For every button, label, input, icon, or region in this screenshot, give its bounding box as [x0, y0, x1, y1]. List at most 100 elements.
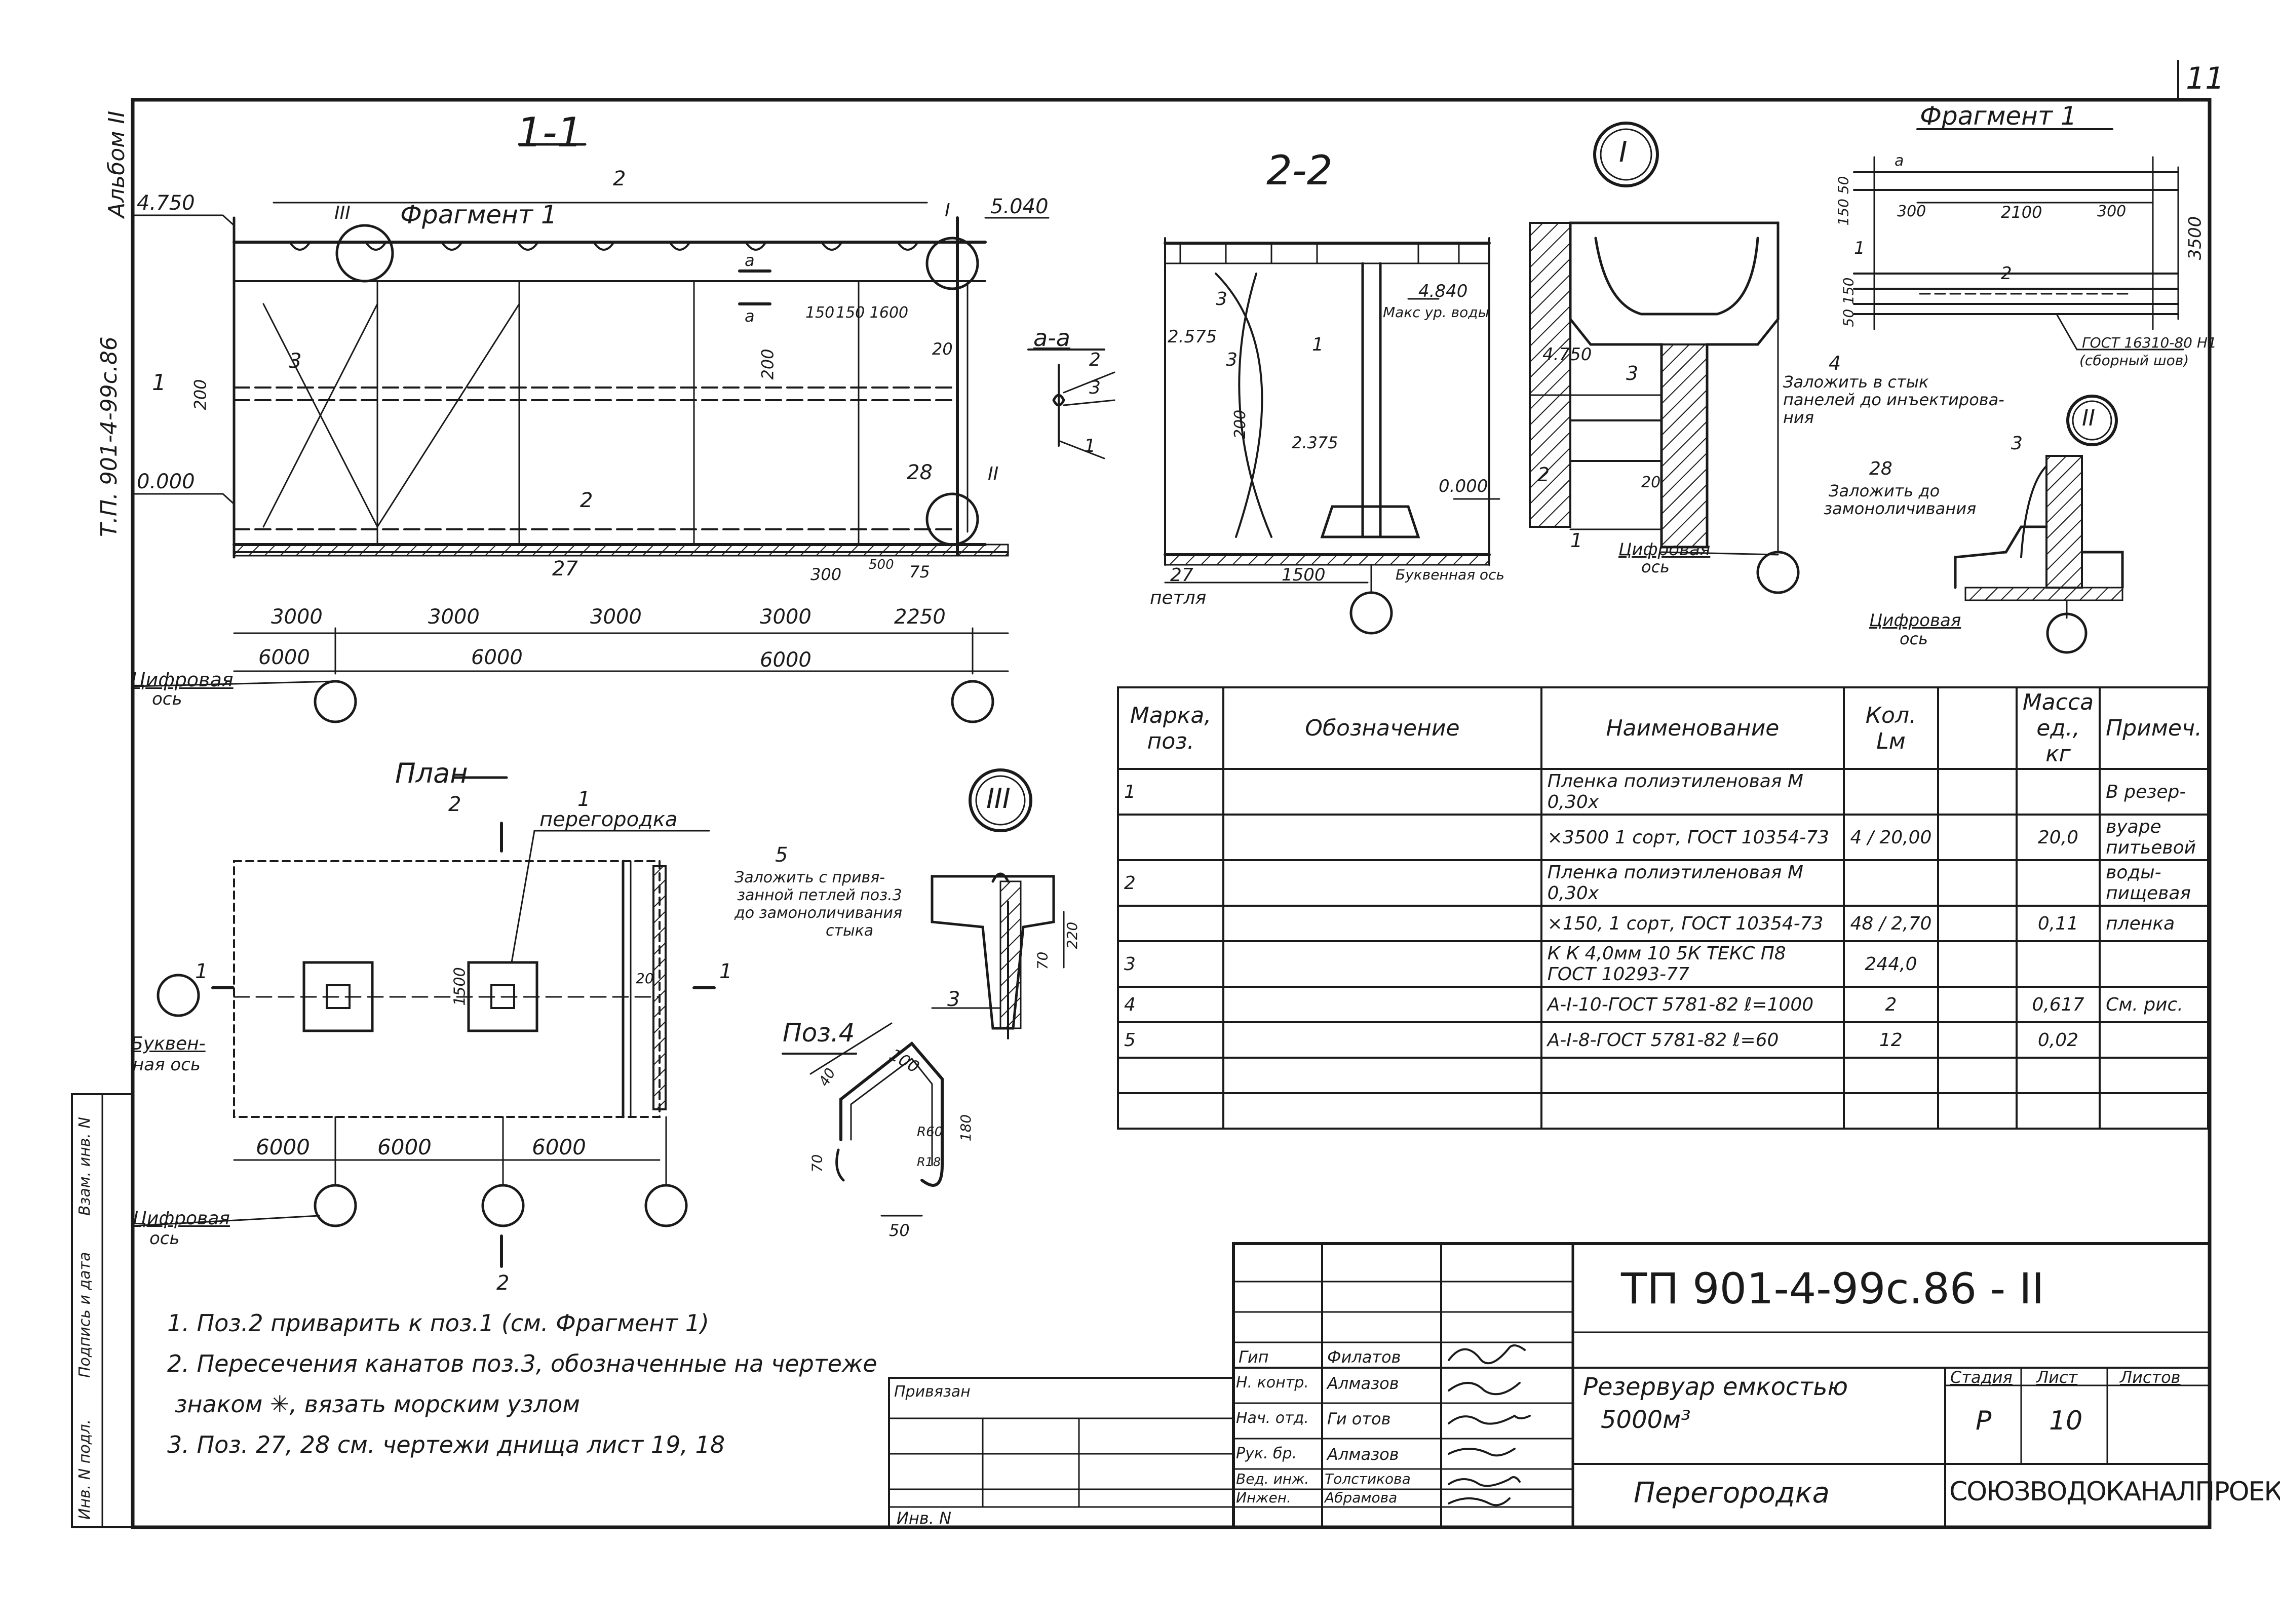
spec-cell: Пленка полиэтиленовая М 0,30х	[1540, 859, 1845, 907]
spec-cell	[2015, 1092, 2101, 1130]
spec-cell	[1843, 1057, 1939, 1094]
spec-cell	[1222, 1057, 1542, 1094]
s22-pos-1: 1	[1312, 334, 1324, 355]
role-nach-otd: Нач. отд.	[1236, 1409, 1309, 1427]
pos-4-dim-r18: R18	[917, 1155, 941, 1169]
spec-cell: ×3500 1 сорт, ГОСТ 10354-73	[1540, 814, 1845, 861]
node-ii-axis-2: ось	[1900, 629, 1928, 648]
section-a-mark-bottom: а	[745, 306, 755, 326]
plan-cut-2-top: 2	[448, 793, 461, 816]
spec-cell	[1222, 940, 1542, 988]
node-iii-title: III	[986, 783, 1011, 815]
section-a-mark-top: а	[745, 251, 755, 270]
spec-cell: 0,02	[2015, 1021, 2101, 1059]
spec-cell: Пленка полиэтиленовая М 0,30х	[1540, 768, 1845, 816]
project-name: Резервуар емкостью	[1583, 1373, 1848, 1401]
dim-3000-1: 3000	[271, 605, 323, 629]
spec-cell: вуаре питьевой	[2099, 814, 2209, 861]
spec-cell: К К 4,0мм 10 5К ТЕКС П8 ГОСТ 10293-77	[1540, 940, 1845, 988]
pos-4-dim-70: 70	[808, 1154, 826, 1173]
note-2: 2. Пересечения канатов поз.3, обозначенн…	[167, 1350, 877, 1377]
spec-cell: 244,0	[1843, 940, 1939, 988]
node-iii-note-2: занной петлей поз.3	[737, 886, 902, 904]
dim-6000-1: 6000	[258, 646, 310, 669]
name-ved-inzh: Толстикова	[1325, 1471, 1411, 1487]
side-stamp-album: Альбом II	[104, 110, 130, 218]
frag-dim-50-150: 50 150	[1840, 277, 1857, 327]
node-ii-title: II	[2082, 405, 2095, 431]
node-i-axis-1: Цифровая	[1618, 539, 1711, 560]
spec-cell	[1843, 768, 1939, 816]
plan-title: План	[395, 757, 468, 789]
pos-20: 20	[932, 339, 953, 359]
node-i-pos-2: 2	[1537, 463, 1550, 486]
spec-cell	[2015, 859, 2101, 907]
fragment-label: Фрагмент 1	[400, 200, 557, 229]
frag-dim-150-50: 150 50	[1835, 176, 1852, 226]
s22-dim-1500: 1500	[1282, 565, 1326, 585]
node-i-title: I	[1619, 136, 1628, 169]
note-2-cont: знаком ✳, вязать морским узлом	[175, 1390, 580, 1418]
pos-4-dim-180: 180	[957, 1114, 975, 1142]
fragment-1-title: Фрагмент 1	[1920, 101, 2077, 131]
node-i-note-2: панелей до инъектирова-	[1783, 390, 2004, 409]
sheet-value: 10	[2049, 1406, 2083, 1436]
section-a-a-pos-3: 3	[1089, 377, 1101, 398]
spec-cell: 4	[1116, 986, 1225, 1023]
node-ii-pos-3: 3	[2011, 433, 2023, 454]
spec-col-mark: Марка, поз.	[1116, 686, 1225, 770]
spec-cell: 2	[1843, 986, 1939, 1023]
node-iii-lines	[931, 768, 1065, 1039]
node-iii-note-3: до замоноличивания	[735, 904, 903, 922]
spec-cell	[1116, 1092, 1225, 1130]
pos-2-bottom: 2	[580, 489, 593, 512]
spec-cell: 0,11	[2015, 905, 2101, 942]
spec-cell	[1937, 1057, 2018, 1094]
plan-cut-1-left: 1	[195, 960, 208, 983]
frag-dim-300a: 300	[1897, 203, 1926, 220]
stage-value: Р	[1976, 1406, 1992, 1436]
s22-elev-4840: 4.840	[1418, 281, 1468, 301]
spec-cell	[1540, 1092, 1845, 1130]
attached-label: Привязан	[894, 1383, 971, 1401]
node-iii-dim-70: 70	[1034, 951, 1051, 970]
side-stamp: Т.П. 901-4-99с.86	[96, 336, 122, 537]
role-ruk-br: Рук. бр.	[1236, 1445, 1297, 1462]
pos-4-lines	[782, 1022, 944, 1217]
spec-cell	[1116, 905, 1225, 942]
node-i-lines	[1529, 122, 1800, 594]
spec-cell: А-I-10-ГОСТ 5781-82 ℓ=1000	[1540, 986, 1845, 1023]
spec-cell: 12	[1843, 1021, 1939, 1059]
name-ruk-br: Алмазов	[1327, 1445, 1399, 1464]
spec-cell	[1937, 814, 2018, 861]
node-ii-pos-28: 28	[1869, 458, 1892, 479]
plan-pos-label: перегородка	[539, 808, 678, 831]
table-row	[1116, 1057, 2209, 1094]
spec-cell	[1222, 986, 1542, 1023]
spec-header-row: Марка, поз. Обозначение Наименование Кол…	[1116, 686, 2209, 770]
s22-max-level: Макс ур. воды	[1383, 304, 1489, 321]
spec-cell	[1937, 905, 2018, 942]
node-iii-dim-220: 220	[1064, 921, 1081, 949]
section-1-1-title: 1-1	[517, 109, 583, 156]
spec-col-note: Примеч.	[2099, 686, 2209, 770]
note-3: 3. Поз. 27, 28 см. чертежи днища лист 19…	[167, 1431, 725, 1458]
spec-cell	[2099, 1092, 2209, 1130]
elev-5040: 5.040	[990, 195, 1049, 218]
note-1: 1. Поз.2 приварить к поз.1 (см. Фрагмент…	[167, 1309, 709, 1337]
spec-cell	[1937, 986, 2018, 1023]
s22-elev-2575: 2.575	[1168, 327, 1217, 347]
role-ved-inzh: Вед. инж.	[1236, 1471, 1309, 1487]
spec-table: Марка, поз. Обозначение Наименование Кол…	[1116, 686, 2209, 1130]
spec-cell: 0,617	[2015, 986, 2101, 1023]
node-i-pos-1: 1	[1570, 529, 1583, 552]
dim-500: 500	[869, 557, 894, 572]
left-strip-sign: Подпись и дата	[76, 1252, 94, 1378]
spec-cell: воды- пищевая	[2099, 859, 2209, 907]
dim-3000-4: 3000	[760, 605, 811, 629]
sheet-number: 11	[2186, 61, 2225, 96]
plan-cut-2-bottom: 2	[496, 1271, 510, 1295]
